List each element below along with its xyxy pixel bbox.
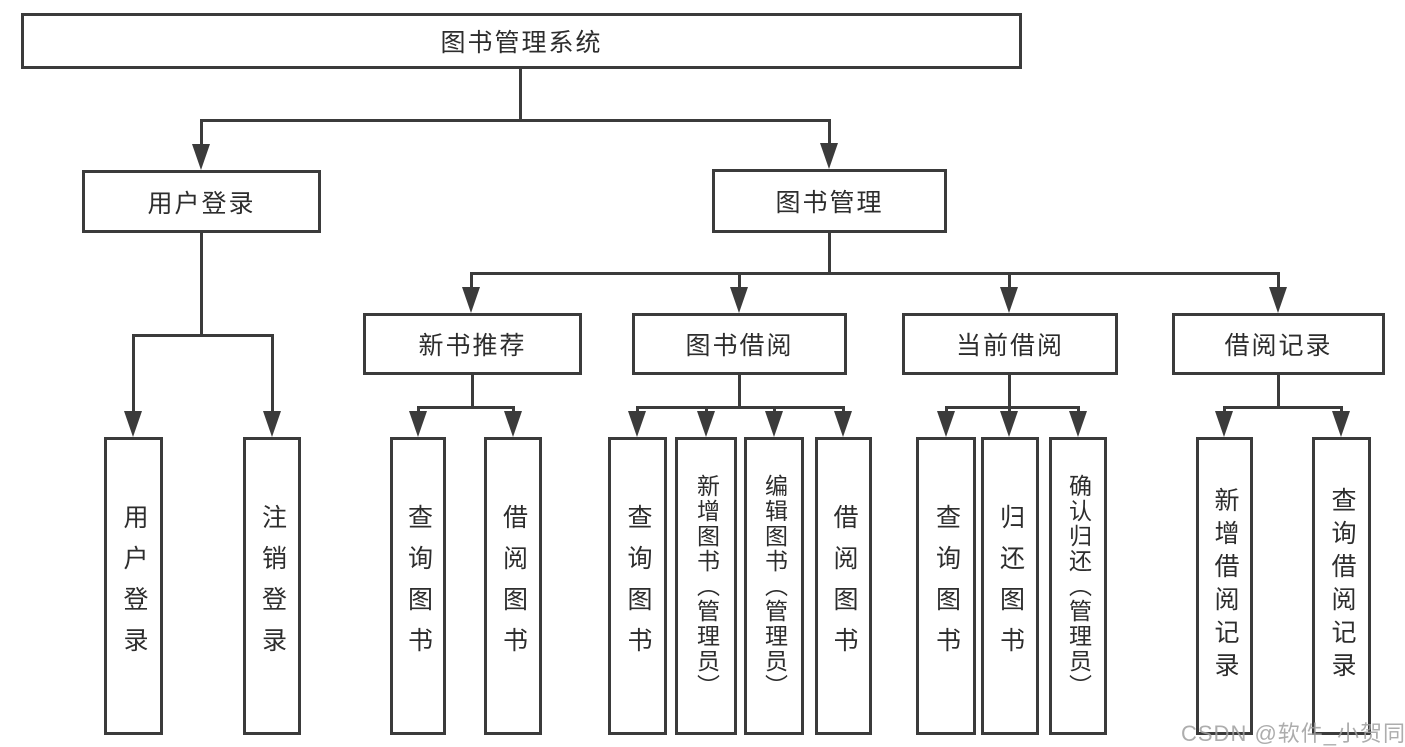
leaf-query-books-borrow-label: 查询图书 <box>624 504 652 668</box>
edge-line <box>200 233 203 337</box>
edge-line <box>132 334 273 337</box>
leaf-borrow-books-recommend: 借阅图书 <box>484 437 542 735</box>
leaf-add-books-admin-label: 新增图书（管理员） <box>693 473 720 699</box>
leaf-confirm-return-admin-label: 确认归还（管理员） <box>1065 473 1092 699</box>
arrow-down-icon <box>765 411 783 437</box>
node-root: 图书管理系统 <box>21 13 1022 69</box>
edge-line <box>1223 406 1343 409</box>
arrow-down-icon <box>820 143 838 169</box>
leaf-return-books: 归还图书 <box>981 437 1039 735</box>
edge-line <box>636 406 844 409</box>
leaf-return-books-label: 归还图书 <box>996 504 1025 668</box>
edge-line <box>945 406 948 415</box>
leaf-logout-label: 注销登录 <box>258 504 287 668</box>
node-borrow-records-label: 借阅记录 <box>1224 332 1333 360</box>
edge-line <box>1223 406 1226 415</box>
leaf-query-borrow-record: 查询借阅记录 <box>1312 437 1371 735</box>
arrow-down-icon <box>1215 411 1233 437</box>
leaf-edit-books-admin-label: 编辑图书（管理员） <box>761 473 788 699</box>
node-borrow-records: 借阅记录 <box>1172 313 1385 375</box>
leaf-edit-books-admin: 编辑图书（管理员） <box>744 437 804 735</box>
arrow-down-icon <box>504 411 522 437</box>
edge-line <box>417 406 514 409</box>
leaf-query-books-current-label: 查询图书 <box>932 504 961 668</box>
leaf-add-books-admin: 新增图书（管理员） <box>675 437 737 735</box>
edge-line <box>512 406 515 415</box>
node-book-borrow: 图书借阅 <box>632 313 847 375</box>
edge-line <box>200 119 830 122</box>
edge-line <box>471 375 474 409</box>
edge-line <box>1008 375 1011 409</box>
arrow-down-icon <box>1269 287 1287 313</box>
edge-line <box>1008 272 1011 290</box>
edge-line <box>471 272 1279 275</box>
edge-line <box>636 406 639 415</box>
edge-line <box>1277 375 1280 409</box>
edge-line <box>519 69 522 120</box>
leaf-user-login: 用户登录 <box>104 437 163 735</box>
edge-line <box>1077 406 1080 415</box>
leaf-add-borrow-record-label: 新增借阅记录 <box>1211 487 1239 685</box>
leaf-borrow-books: 借阅图书 <box>815 437 872 735</box>
edge-line <box>1340 406 1343 415</box>
edge-line <box>842 406 845 415</box>
edge-line <box>1008 406 1011 415</box>
leaf-query-books-borrow: 查询图书 <box>608 437 667 735</box>
arrow-down-icon <box>462 287 480 313</box>
node-current-borrow: 当前借阅 <box>902 313 1118 375</box>
node-book-management: 图书管理 <box>712 169 947 233</box>
node-new-book-recommend-label: 新书推荐 <box>418 332 527 360</box>
leaf-borrow-books-recommend-label: 借阅图书 <box>499 504 528 668</box>
arrow-down-icon <box>124 411 142 437</box>
arrow-down-icon <box>730 287 748 313</box>
arrow-down-icon <box>1000 287 1018 313</box>
edge-line <box>773 406 776 415</box>
edge-line <box>828 119 831 146</box>
arrow-down-icon <box>1000 411 1018 437</box>
edge-line <box>1277 272 1280 290</box>
edge-line <box>200 119 203 146</box>
edge-line <box>271 334 274 413</box>
leaf-user-login-label: 用户登录 <box>120 504 148 668</box>
edge-line <box>705 406 708 415</box>
arrow-down-icon <box>1332 411 1350 437</box>
node-current-borrow-label: 当前借阅 <box>955 332 1064 360</box>
edge-line <box>945 406 1079 409</box>
arrow-down-icon <box>409 411 427 437</box>
arrow-down-icon <box>263 411 281 437</box>
arrow-down-icon <box>937 411 955 437</box>
leaf-query-books-recommend: 查询图书 <box>390 437 446 735</box>
leaf-borrow-books-label: 借阅图书 <box>830 504 858 668</box>
node-new-book-recommend: 新书推荐 <box>363 313 582 375</box>
leaf-query-books-current: 查询图书 <box>916 437 976 735</box>
node-book-borrow-label: 图书借阅 <box>685 332 794 360</box>
arrow-down-icon <box>628 411 646 437</box>
node-user-login-label: 用户登录 <box>147 189 256 218</box>
arrow-down-icon <box>192 144 210 170</box>
leaf-query-borrow-record-label: 查询借阅记录 <box>1328 487 1356 685</box>
leaf-confirm-return-admin: 确认归还（管理员） <box>1049 437 1107 735</box>
csdn-watermark: CSDN @软件_小贺同学 <box>1181 721 1405 746</box>
edge-line <box>738 272 741 290</box>
edge-line <box>470 272 473 290</box>
arrow-down-icon <box>1069 411 1087 437</box>
edge-line <box>738 375 741 409</box>
node-root-label: 图书管理系统 <box>440 29 603 57</box>
edge-line <box>828 233 831 275</box>
edge-line <box>417 406 420 415</box>
leaf-add-borrow-record: 新增借阅记录 <box>1196 437 1253 735</box>
arrow-down-icon <box>834 411 852 437</box>
edge-line <box>132 334 135 413</box>
node-user-login: 用户登录 <box>82 170 321 233</box>
node-book-management-label: 图书管理 <box>775 189 884 217</box>
leaf-query-books-recommend-label: 查询图书 <box>404 504 433 668</box>
leaf-logout: 注销登录 <box>243 437 301 735</box>
arrow-down-icon <box>697 411 715 437</box>
